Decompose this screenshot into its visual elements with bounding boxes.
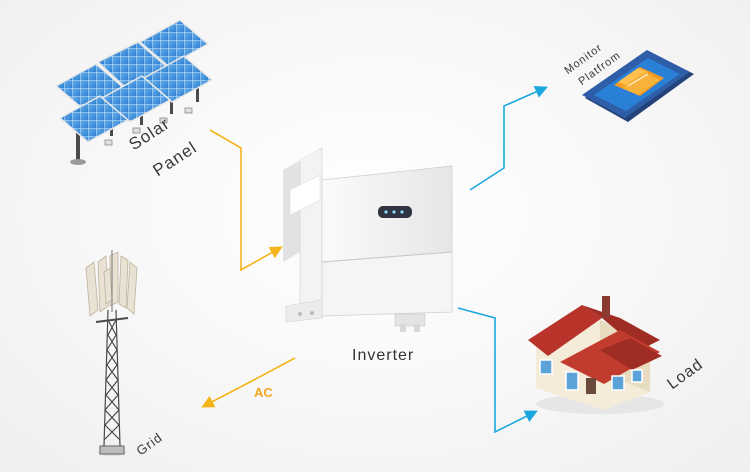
inverter-label: Inverter — [352, 347, 415, 364]
house-icon — [528, 296, 664, 414]
ac-flow-line — [201, 357, 296, 408]
solar-module — [58, 95, 130, 143]
load-flow-line — [457, 307, 538, 434]
data-flow-line — [469, 85, 548, 191]
solar-panel-icon — [54, 19, 214, 165]
inverter-icon — [283, 147, 453, 332]
grid-tower-icon — [85, 250, 138, 456]
dc-flow-line — [209, 129, 283, 272]
solar-module — [138, 19, 210, 67]
ac-label: AC — [254, 385, 273, 400]
phone-monitor-icon — [582, 50, 694, 122]
